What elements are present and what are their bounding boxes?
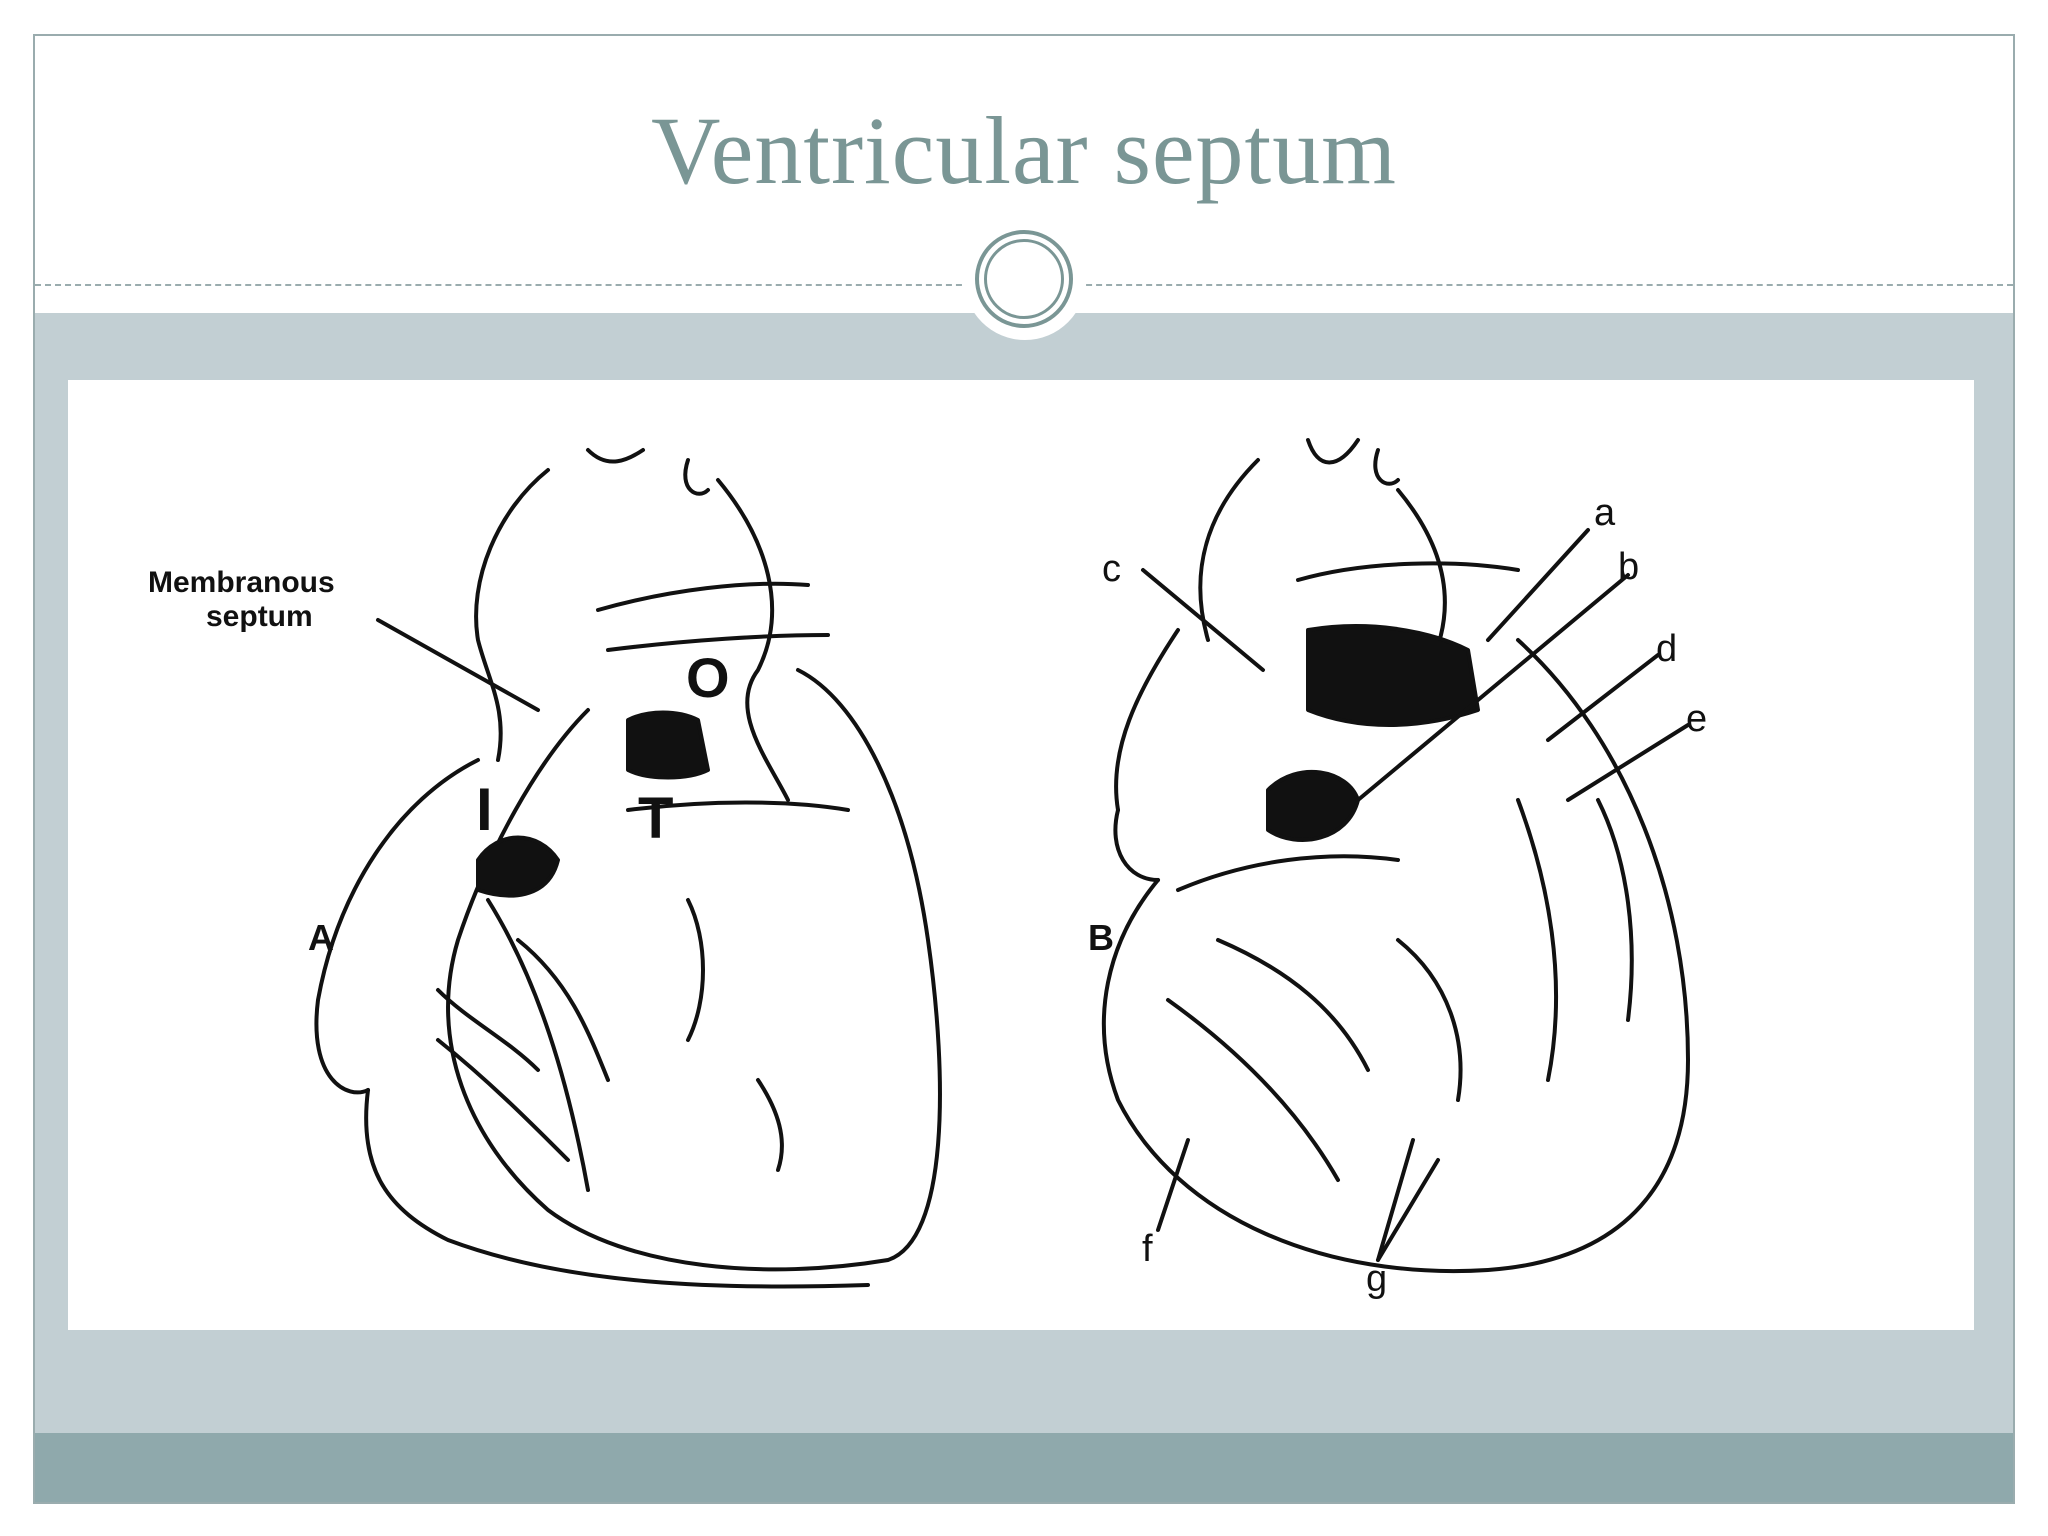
heart-illustration-figure: Membranous septum A O I T B a b c d e f …: [68, 380, 1974, 1330]
membranous-septum-leader: [376, 618, 540, 712]
leader-d: [1546, 653, 1660, 742]
callout-letter-d: d: [1656, 628, 1678, 670]
footer-band: [35, 1433, 2013, 1502]
heart-b-drawing: [1101, 438, 1690, 1273]
leader-e: [1566, 723, 1690, 802]
leader-g1: [1376, 1138, 1415, 1262]
callout-letter-c: c: [1102, 548, 1121, 590]
leader-c: [1141, 568, 1265, 672]
callout-letter-b: b: [1618, 546, 1640, 588]
callout-letter-g: g: [1366, 1258, 1388, 1300]
region-label-i: I: [476, 776, 493, 843]
leader-a: [1486, 528, 1590, 642]
ornament-inner-ring: [984, 239, 1064, 319]
membranous-label-line2: septum: [206, 600, 313, 633]
leader-f: [1156, 1138, 1190, 1232]
heart-a-drawing: [314, 448, 942, 1289]
callout-letter-f: f: [1142, 1228, 1153, 1270]
membranous-label-line1: Membranous: [148, 566, 335, 599]
leader-g2: [1376, 1158, 1440, 1262]
panel-a-label: A: [308, 917, 334, 958]
heart-drawings: [314, 438, 1690, 1289]
region-label-t: T: [638, 786, 674, 851]
callout-letter-e: e: [1686, 698, 1708, 740]
leader-b: [1356, 573, 1630, 802]
panel-b-label: B: [1088, 917, 1114, 958]
callout-letter-a: a: [1594, 492, 1616, 534]
region-label-o: O: [686, 646, 730, 709]
slide-title: Ventricular septum: [651, 97, 1397, 204]
